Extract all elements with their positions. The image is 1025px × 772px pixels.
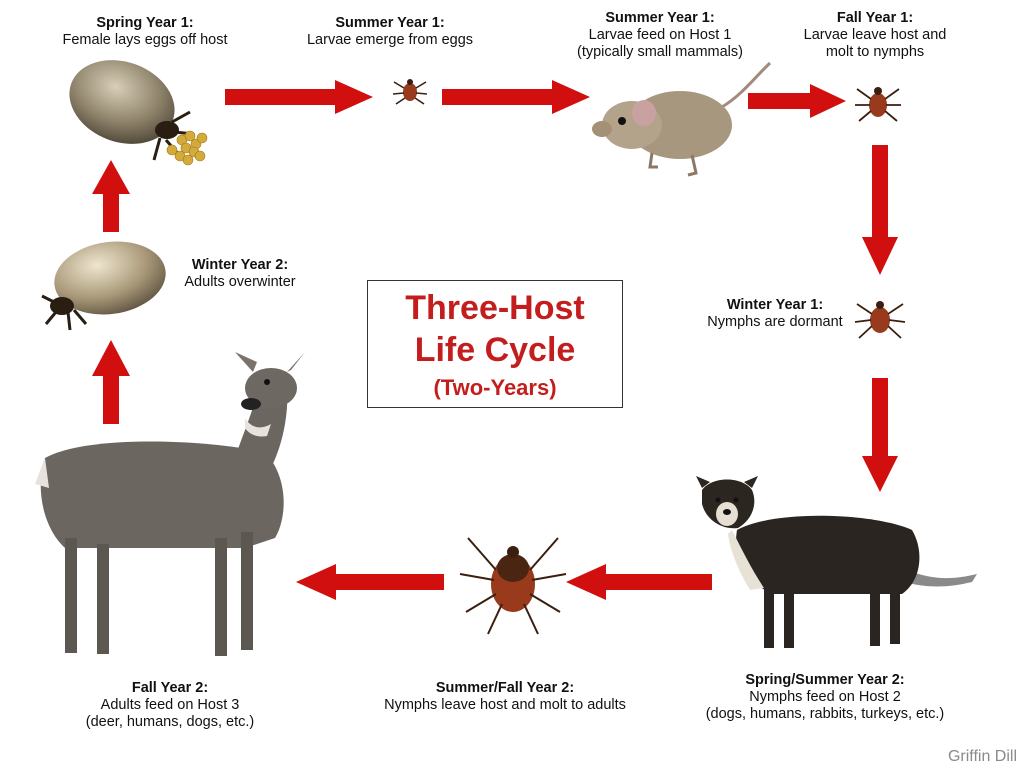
label-summer-year-1-emerge: Summer Year 1: Larvae emerge from eggs	[290, 15, 490, 49]
arrow-right-icon	[225, 80, 375, 114]
nymph-tick-icon	[853, 75, 903, 130]
larva-tick-icon	[390, 72, 430, 110]
overwintering-adult-tick-icon	[40, 240, 170, 335]
label-winter-year-2: Winter Year 2: Adults overwinter	[170, 257, 310, 291]
credit-text: Griffin Dill	[948, 748, 1017, 766]
label-fall-year-2: Fall Year 2: Adults feed on Host 3 (deer…	[60, 680, 280, 731]
label-fall-year-1: Fall Year 1: Larvae leave host and molt …	[785, 10, 965, 61]
label-spring-summer-year-2: Spring/Summer Year 2: Nymphs feed on Hos…	[680, 672, 970, 723]
dormant-nymph-tick-icon	[853, 290, 908, 348]
label-summer-year-1-feed: Summer Year 1: Larvae feed on Host 1 (ty…	[555, 10, 765, 61]
adult-tick-icon	[458, 518, 568, 638]
label-winter-year-1: Winter Year 1: Nymphs are dormant	[690, 297, 860, 331]
label-spring-year-1: Spring Year 1: Female lays eggs off host	[50, 15, 240, 49]
arrow-right-icon	[442, 80, 592, 114]
title-line-3: (Two-Years)	[368, 373, 622, 403]
engorged-tick-with-eggs-icon	[62, 52, 212, 172]
title-line-2: Life Cycle	[368, 329, 622, 371]
dog-host-icon	[692, 470, 982, 660]
arrow-left-icon	[566, 564, 712, 600]
label-summer-fall-year-2: Summer/Fall Year 2: Nymphs leave host an…	[360, 680, 650, 714]
deer-host-icon	[5, 348, 315, 668]
title-box: Three-Host Life Cycle (Two-Years)	[367, 280, 623, 408]
arrow-left-icon	[296, 564, 444, 600]
title-line-1: Three-Host	[368, 287, 622, 329]
arrow-down-icon	[862, 145, 898, 277]
mouse-host-icon	[592, 55, 772, 180]
